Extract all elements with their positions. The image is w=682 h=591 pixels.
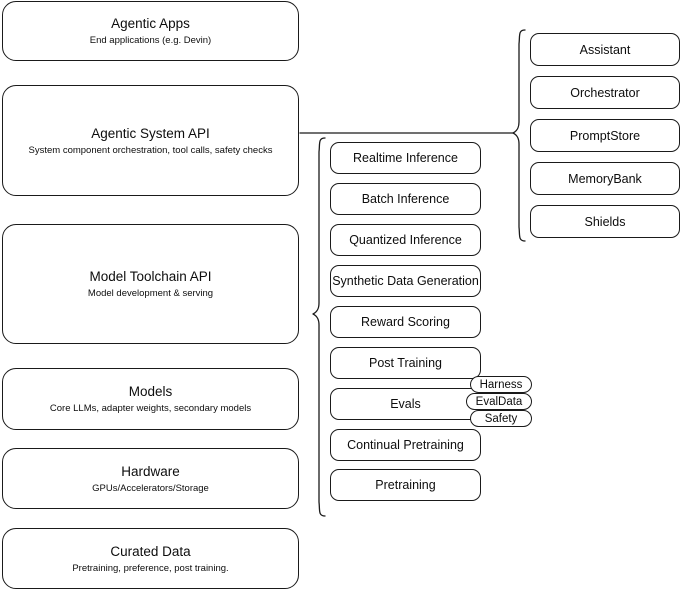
toolchain-item-label: Synthetic Data Generation [332, 274, 479, 288]
stack-layer-subtitle: End applications (e.g. Devin) [89, 35, 212, 46]
toolchain-item-label: Quantized Inference [349, 233, 462, 247]
brace-toolchain-components [312, 137, 326, 517]
stack-layer-subtitle: Model development & serving [87, 288, 214, 299]
system-component-memorybank[interactable]: MemoryBank [530, 162, 680, 195]
stack-layer-title: Curated Data [110, 543, 191, 559]
stack-layer-title: Agentic Apps [111, 16, 190, 31]
stack-layer-subtitle: Pretraining, preference, post training. [72, 562, 229, 574]
toolchain-item-label: Reward Scoring [361, 315, 450, 329]
stack-layer-subtitle: Core LLMs, adapter weights, secondary mo… [49, 403, 252, 414]
stack-layer-subtitle: System component orchestration, tool cal… [28, 144, 273, 156]
evals-badge-label: Safety [484, 412, 518, 425]
evals-badge-label: Harness [479, 378, 523, 391]
toolchain-item-realtime-inference[interactable]: Realtime Inference [330, 142, 481, 174]
brace-system-components [512, 29, 526, 242]
system-component-label: Orchestrator [570, 85, 640, 100]
stack-layer-subtitle: GPUs/Accelerators/Storage [92, 482, 209, 494]
system-component-shields[interactable]: Shields [530, 205, 680, 238]
evals-badge-label: EvalData [475, 395, 523, 408]
toolchain-item-label: Evals [390, 397, 421, 411]
stack-layer-agentic-system-api[interactable]: Agentic System API System component orch… [2, 85, 299, 196]
system-component-label: Assistant [579, 42, 631, 57]
stack-layer-hardware[interactable]: Hardware GPUs/Accelerators/Storage [2, 448, 299, 509]
toolchain-item-batch-inference[interactable]: Batch Inference [330, 183, 481, 215]
system-component-assistant[interactable]: Assistant [530, 33, 680, 66]
toolchain-item-reward-scoring[interactable]: Reward Scoring [330, 306, 481, 338]
toolchain-item-label: Continual Pretraining [347, 438, 464, 452]
evals-badge-safety[interactable]: Safety [470, 410, 532, 427]
stack-layer-models[interactable]: Models Core LLMs, adapter weights, secon… [2, 368, 299, 430]
system-component-promptstore[interactable]: PromptStore [530, 119, 680, 152]
system-component-orchestrator[interactable]: Orchestrator [530, 76, 680, 109]
toolchain-item-label: Batch Inference [361, 192, 450, 206]
toolchain-item-label: Realtime Inference [353, 151, 458, 165]
stack-layer-title: Models [128, 384, 173, 399]
toolchain-item-pretraining[interactable]: Pretraining [330, 469, 481, 501]
system-component-label: MemoryBank [568, 171, 642, 186]
evals-badge-evaldata[interactable]: EvalData [466, 393, 532, 410]
toolchain-item-evals[interactable]: Evals [330, 388, 481, 420]
stack-layer-agentic-apps[interactable]: Agentic Apps End applications (e.g. Devi… [2, 1, 299, 61]
system-component-label: PromptStore [569, 128, 641, 143]
system-component-label: Shields [584, 214, 626, 229]
stack-layer-model-toolchain-api[interactable]: Model Toolchain API Model development & … [2, 224, 299, 344]
stack-layer-curated-data[interactable]: Curated Data Pretraining, preference, po… [2, 528, 299, 589]
toolchain-item-quantized-inference[interactable]: Quantized Inference [330, 224, 481, 256]
stack-layer-title: Hardware [121, 463, 180, 479]
evals-badge-harness[interactable]: Harness [470, 376, 532, 393]
toolchain-item-label: Post Training [369, 356, 442, 370]
stack-layer-title: Agentic System API [91, 125, 210, 141]
toolchain-item-continual-pretraining[interactable]: Continual Pretraining [330, 429, 481, 461]
toolchain-item-synthetic-data-generation[interactable]: Synthetic Data Generation [330, 265, 481, 297]
toolchain-item-label: Pretraining [375, 478, 436, 492]
stack-layer-title: Model Toolchain API [89, 269, 212, 284]
toolchain-item-post-training[interactable]: Post Training [330, 347, 481, 379]
